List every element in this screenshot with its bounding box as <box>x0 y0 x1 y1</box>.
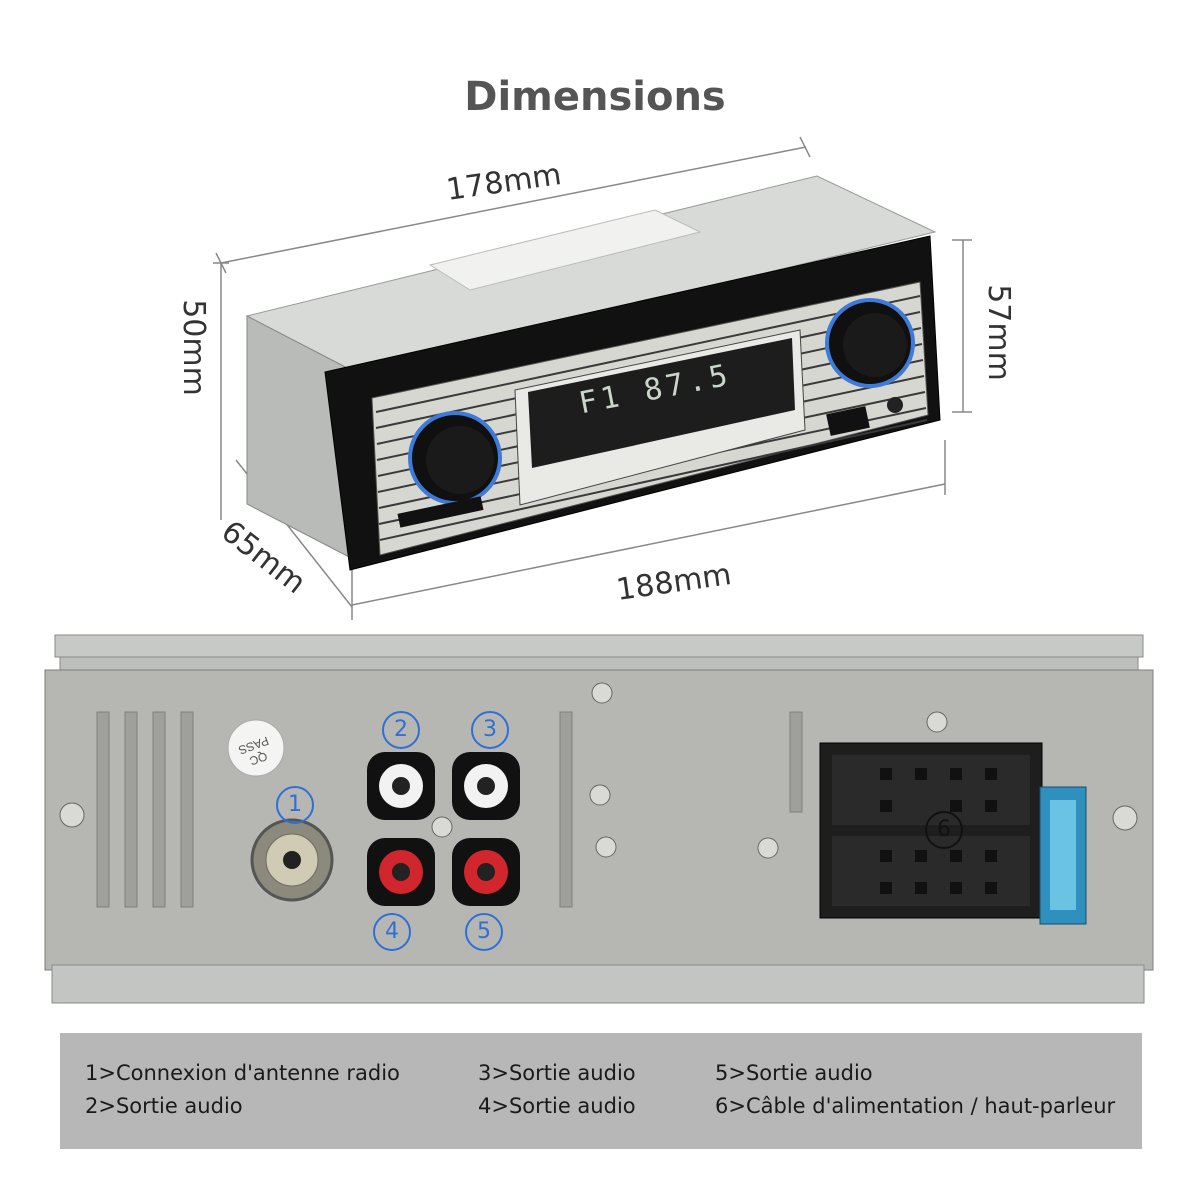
back-panel <box>44 634 1154 1004</box>
connector-number-4: 4 <box>373 913 411 951</box>
page-title: Dimensions <box>464 74 726 120</box>
legend-item-6: 6>Câble d'alimentation / haut-parleur <box>715 1094 1116 1118</box>
connector-number-6: 6 <box>925 811 963 849</box>
connector-legend: 1>Connexion d'antenne radio 2>Sortie aud… <box>60 1033 1142 1149</box>
radio-unit <box>245 175 941 571</box>
legend-item-4: 4>Sortie audio <box>478 1094 636 1118</box>
legend-item-5: 5>Sortie audio <box>715 1061 873 1085</box>
connector-number-5: 5 <box>465 913 503 951</box>
product-illustration <box>44 136 1154 1004</box>
dimension-lines <box>213 136 972 620</box>
legend-item-1: 1>Connexion d'antenne radio <box>85 1061 400 1085</box>
legend-item-3: 3>Sortie audio <box>478 1061 636 1085</box>
legend-item-2: 2>Sortie audio <box>85 1094 243 1118</box>
connector-number-1: 1 <box>276 786 314 824</box>
connector-number-3: 3 <box>471 711 509 749</box>
connector-number-2: 2 <box>382 711 420 749</box>
